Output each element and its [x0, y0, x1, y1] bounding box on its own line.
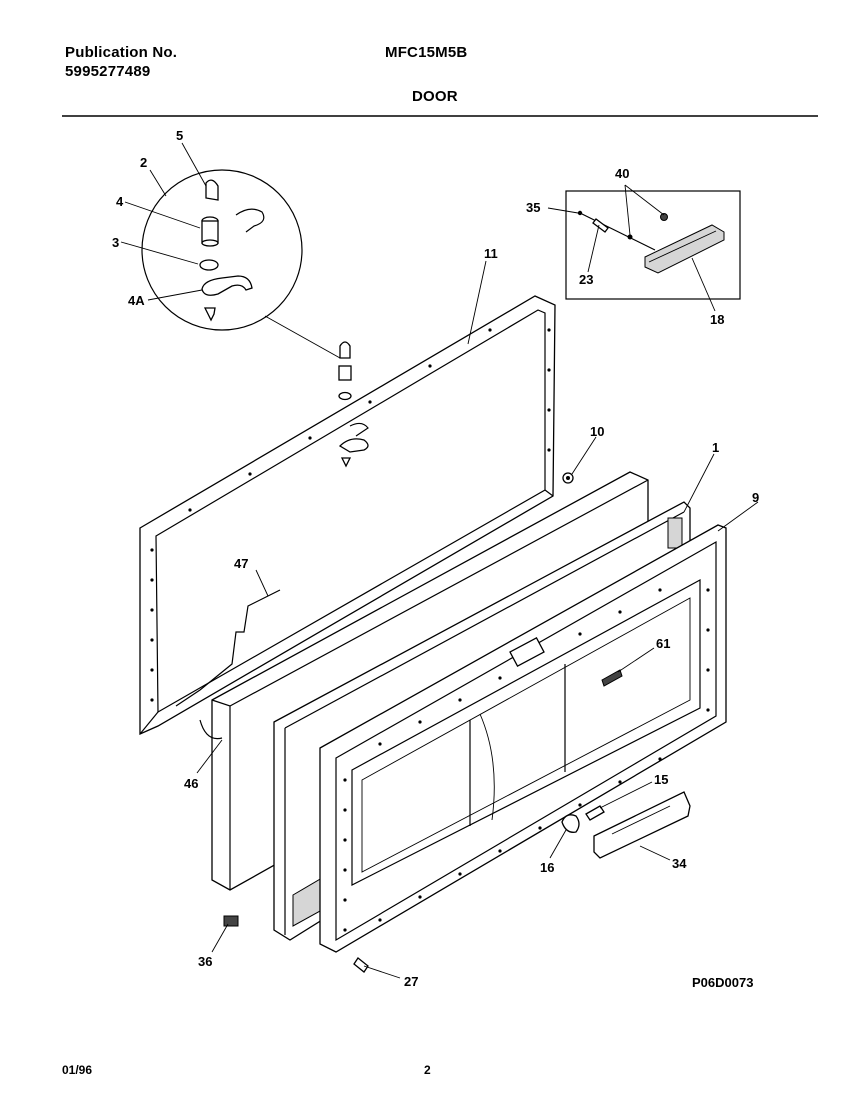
callout-4a: 4A	[128, 293, 145, 308]
frame-screw-holes	[343, 588, 710, 932]
lock-cylinder	[561, 814, 580, 833]
door-liner-frame	[139, 295, 556, 736]
lock-cover-plate	[593, 791, 691, 859]
model-number: MFC15M5B	[385, 44, 468, 61]
door-screw	[353, 957, 369, 973]
callout-16: 16	[540, 860, 554, 875]
hinge-detail-circle	[141, 169, 303, 331]
publication-label: Publication No.	[65, 44, 178, 61]
callout-3: 3	[112, 235, 119, 250]
latch-bracket	[601, 669, 623, 687]
callout-10: 10	[590, 424, 604, 439]
callout-35: 35	[526, 200, 540, 215]
drawing-code: P06D0073	[692, 975, 753, 990]
callout-40: 40	[615, 166, 629, 181]
handle-inset-box	[565, 190, 741, 300]
callout-27: 27	[404, 974, 418, 989]
callout-leaders	[120, 142, 759, 979]
door-gasket-frame	[319, 524, 727, 953]
callout-18: 18	[710, 312, 724, 327]
callout-1: 1	[712, 440, 719, 455]
liner-screw-holes	[150, 328, 551, 702]
callout-61: 61	[656, 636, 670, 651]
handle-screw	[660, 213, 668, 221]
wire-harness	[175, 589, 281, 707]
callout-34: 34	[672, 856, 687, 871]
callout-36: 36	[198, 954, 212, 969]
hinge-washer	[199, 259, 219, 271]
lock-housing	[585, 805, 605, 821]
footer-page-number: 2	[424, 1063, 431, 1077]
hinge-screw	[203, 307, 216, 322]
section-title: DOOR	[412, 88, 458, 105]
callout-5: 5	[176, 128, 183, 143]
callout-labels: 5 2 4 3 4A 11 40 35 23 18 10 1 9 47 61 4…	[112, 128, 759, 990]
spacer-block	[223, 915, 239, 927]
footer-date: 01/96	[62, 1063, 93, 1077]
callout-15: 15	[654, 772, 668, 787]
callout-4: 4	[116, 194, 124, 209]
callout-11: 11	[484, 246, 498, 261]
publication-number: 5995277489	[65, 63, 151, 80]
callout-47: 47	[234, 556, 248, 571]
spring-clip	[235, 208, 265, 233]
callout-23: 23	[579, 272, 593, 287]
hinge-pin	[205, 179, 219, 201]
callout-46: 46	[184, 776, 198, 791]
callout-9: 9	[752, 490, 759, 505]
callout-2: 2	[140, 155, 147, 170]
lid-handle	[644, 224, 725, 274]
hinge-plate	[201, 275, 253, 296]
hinge-stack	[338, 341, 369, 468]
